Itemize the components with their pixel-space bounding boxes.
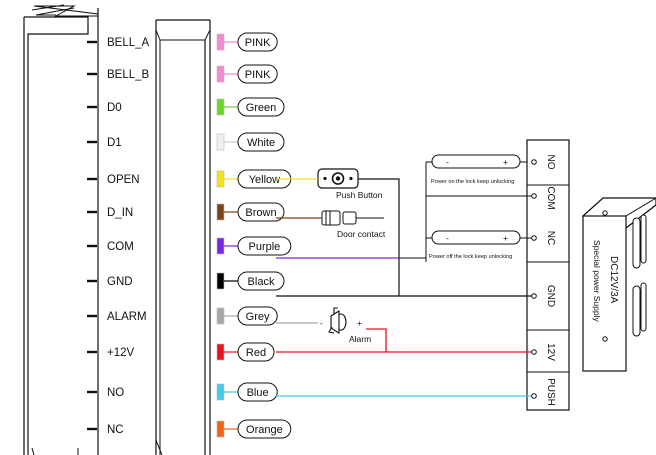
terminal-v12: +12V Red <box>87 342 275 362</box>
rail-label: NO <box>545 155 556 170</box>
lock-power-off: - + Power off the lock keep unlocking <box>429 230 521 260</box>
terminal-label: ALARM <box>107 311 147 323</box>
wire-color-pill <box>237 32 278 52</box>
terminal-bell_a: BELL_A PINK <box>87 32 278 52</box>
power-supply-rating: DC12V/3A <box>608 256 619 304</box>
terminal-label: COM <box>107 241 134 253</box>
power-supply: DC12V/3A Special power Supply <box>581 197 656 372</box>
terminal-com: COM Purple <box>87 236 292 256</box>
rail-label: GND <box>545 285 556 307</box>
wire-color-pill <box>237 236 292 256</box>
lock-wiring <box>425 161 532 262</box>
wire-color-label: Yellow <box>249 174 280 186</box>
rail-label: COM <box>545 186 556 209</box>
terminal-d1: D1 White <box>87 132 285 152</box>
wire-color-label: Red <box>246 347 266 359</box>
wire-swatch <box>216 98 225 116</box>
terminal-label: D0 <box>107 102 122 114</box>
terminal-label: BELL_B <box>107 69 150 81</box>
wire-swatch <box>216 272 225 290</box>
wire-color-pill <box>237 64 278 84</box>
wire-swatch <box>216 65 225 83</box>
lock-on-plus: + <box>503 157 508 167</box>
wire-color-label: Black <box>248 276 275 288</box>
wire-swatch <box>216 133 225 151</box>
terminal-label: NO <box>107 387 124 399</box>
wire-color-label: Purple <box>249 241 281 253</box>
terminal-label: D1 <box>107 137 122 149</box>
wire-swatch <box>216 420 225 438</box>
wire-color-pill <box>237 419 292 439</box>
push-button-label: Push Button <box>336 190 383 200</box>
rail-terminals <box>531 159 537 399</box>
wire-color-pill <box>237 342 275 362</box>
rail-label: NC <box>545 231 556 245</box>
terminal-label: +12V <box>107 347 135 359</box>
push-button: Push Button <box>317 168 383 200</box>
wire-color-label: Grey <box>246 311 270 323</box>
wire-color-pill <box>237 271 285 291</box>
lock-off-minus: - <box>446 233 449 243</box>
wire-swatch <box>216 383 225 401</box>
wire-swatch <box>216 203 225 221</box>
wire-color-label: PINK <box>245 37 271 49</box>
wire-swatch <box>216 307 225 325</box>
wire-color-pill <box>237 132 285 152</box>
rail-label: PUSH <box>545 378 556 406</box>
terminal-strip <box>155 19 211 455</box>
terminal-gnd: GND Black <box>87 271 285 291</box>
wire-color-label: Orange <box>246 424 283 436</box>
alarm-siren <box>328 307 347 334</box>
terminal-label: GND <box>107 276 133 288</box>
terminal-open: OPEN Yellow <box>87 169 292 189</box>
terminal-bell_b: BELL_B PINK <box>87 64 278 84</box>
wire-color-pill <box>237 97 285 117</box>
wire-swatch <box>216 33 225 51</box>
wire-color-pill <box>237 202 285 222</box>
wire-color-label: Green <box>246 102 277 114</box>
lock-power-on: - + Power on the lock keep unlocking <box>431 154 521 185</box>
alarm-plus-label: + <box>357 318 362 328</box>
wire-color-label: White <box>247 137 275 149</box>
terminal-alarm: ALARM Grey <box>87 306 278 326</box>
lock-off-plus: + <box>503 233 508 243</box>
wire-swatch <box>216 170 225 188</box>
terminal-label: D_IN <box>107 207 133 219</box>
power-supply-name: Special power Supply <box>592 240 602 322</box>
terminal-rail: NO COM NC GND 12V PUSH <box>526 139 570 411</box>
door-contact <box>321 210 366 226</box>
terminal-nc: NC Orange <box>87 419 292 439</box>
rail-label: 12V <box>545 343 556 361</box>
alarm-label: Alarm <box>349 334 371 344</box>
terminal-label: NC <box>107 424 124 436</box>
wire-color-pill <box>237 306 278 326</box>
terminal-d_in: D_IN Brown <box>87 202 285 222</box>
wire-swatch <box>216 237 225 255</box>
wire-color-pill <box>237 382 278 402</box>
terminal-d0: D0 Green <box>87 97 285 117</box>
rail-labels: NO COM NC GND 12V PUSH <box>545 155 556 406</box>
door-contact-label: Door contact <box>337 229 386 239</box>
wire-color-label: Brown <box>245 207 276 219</box>
lock-off-caption: Power off the lock keep unlocking <box>429 254 512 260</box>
terminal-label: BELL_A <box>107 37 150 49</box>
terminal-label: OPEN <box>107 174 140 186</box>
lock-on-minus: - <box>446 157 449 167</box>
terminal-no: NO Blue <box>87 382 278 402</box>
lock-on-caption: Power on the lock keep unlocking <box>431 179 514 185</box>
controller-body <box>23 4 99 455</box>
wire-swatch <box>216 343 225 361</box>
wire-color-label: PINK <box>245 69 271 81</box>
wires <box>276 178 532 397</box>
wire-color-label: Blue <box>247 387 269 399</box>
alarm-minus-label: - <box>320 318 323 328</box>
